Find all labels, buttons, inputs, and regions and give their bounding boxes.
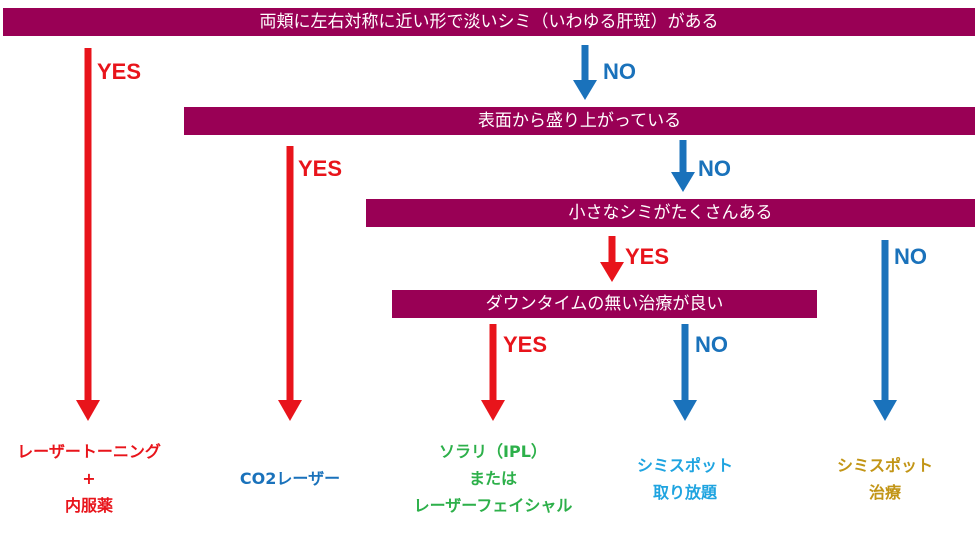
label-no-q4: NO bbox=[695, 332, 728, 357]
label-yes-q2: YES bbox=[298, 156, 343, 181]
question-bar-no-downtime: ダウンタイムの無い治療が良い bbox=[392, 290, 817, 318]
arrow-no-q4 bbox=[673, 324, 697, 421]
label-no-q1: NO bbox=[603, 59, 636, 84]
result-line: ソラリ（IPL） bbox=[439, 442, 547, 461]
result-line: 内服薬 bbox=[64, 496, 113, 515]
question-text: 小さなシミがたくさんある bbox=[568, 203, 773, 223]
result-spot-unlimited: シミスポット 取り放題 bbox=[615, 452, 755, 506]
arrow-no-q1 bbox=[573, 45, 597, 100]
label-no-q2: NO bbox=[698, 156, 731, 181]
question-bar-melasma: 両頬に左右対称に近い形で淡いシミ（いわゆる肝斑）がある bbox=[3, 8, 975, 36]
result-line: 取り放題 bbox=[652, 483, 717, 502]
result-line: + bbox=[82, 469, 96, 488]
result-line: シミスポット bbox=[836, 456, 933, 475]
arrow-yes-q3 bbox=[600, 236, 624, 282]
result-line: 治療 bbox=[868, 483, 901, 502]
question-bar-many-small: 小さなシミがたくさんある bbox=[366, 199, 975, 227]
label-no-q3: NO bbox=[894, 244, 927, 269]
arrow-yes-q2 bbox=[278, 146, 302, 421]
result-spot-treatment: シミスポット 治療 bbox=[815, 452, 955, 506]
result-line: シミスポット bbox=[636, 456, 733, 475]
question-bar-raised: 表面から盛り上がっている bbox=[184, 107, 975, 135]
result-co2-laser: CO2レーザー bbox=[210, 465, 370, 492]
arrow-yes-q1 bbox=[76, 48, 100, 421]
arrow-yes-q4 bbox=[481, 324, 505, 421]
question-text: ダウンタイムの無い治療が良い bbox=[485, 294, 724, 314]
result-line: CO2レーザー bbox=[239, 469, 341, 488]
question-text: 両頬に左右対称に近い形で淡いシミ（いわゆる肝斑）がある bbox=[259, 12, 719, 32]
label-yes-q4: YES bbox=[503, 332, 548, 357]
question-text: 表面から盛り上がっている bbox=[477, 111, 682, 131]
arrow-no-q3 bbox=[873, 240, 897, 421]
result-laser-toning: レーザートーニング + 内服薬 bbox=[4, 438, 174, 519]
result-line: または bbox=[468, 469, 517, 488]
result-ipl: ソラリ（IPL） または レーザーフェイシャル bbox=[395, 438, 591, 519]
label-yes-q1: YES bbox=[97, 59, 142, 84]
arrow-no-q2 bbox=[671, 140, 695, 192]
label-yes-q3: YES bbox=[625, 244, 670, 269]
result-line: レーザーフェイシャル bbox=[413, 496, 573, 515]
result-line: レーザートーニング bbox=[17, 442, 161, 461]
